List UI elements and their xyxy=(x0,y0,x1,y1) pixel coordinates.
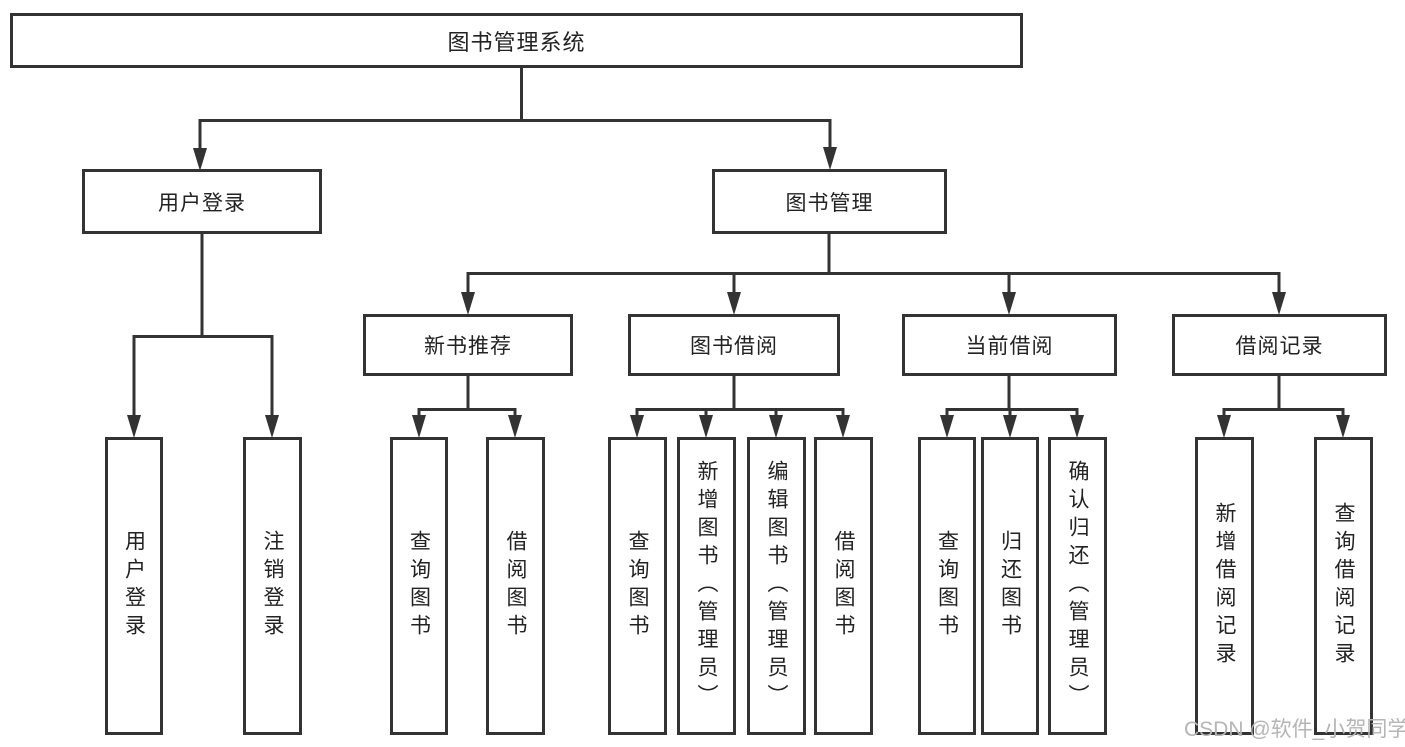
arrow-down-icon xyxy=(823,147,837,170)
arrow-down-icon xyxy=(1070,415,1084,438)
arrow-down-icon xyxy=(461,292,475,315)
leaf-return-book: 归还图书 xyxy=(981,437,1039,735)
arrow-down-icon xyxy=(193,148,207,171)
node-new-book-recommend: 新书推荐 xyxy=(363,314,573,376)
arrow-down-icon xyxy=(699,415,713,438)
arrow-down-icon xyxy=(630,415,644,438)
arrow-down-icon xyxy=(265,415,279,438)
edge-bookborrow-branch xyxy=(635,408,845,422)
leaf-borrow-book: 借阅图书 xyxy=(814,437,873,735)
csdn-watermark: CSDN @软件_小贺同学 xyxy=(1184,718,1405,741)
leaf-logout: 注销登录 xyxy=(243,437,302,735)
arrow-down-icon xyxy=(727,292,741,315)
edge-root-branch xyxy=(198,119,832,152)
node-book-management: 图书管理 xyxy=(712,169,947,234)
leaf-query-book-current: 查询图书 xyxy=(918,437,976,735)
leaf-query-book-recommend: 查询图书 xyxy=(390,437,448,735)
arrow-down-icon xyxy=(1336,415,1350,438)
leaf-add-book-admin: 新增图书（管理员） xyxy=(677,437,736,735)
leaf-user-login: 用户登录 xyxy=(105,437,163,735)
arrow-down-icon xyxy=(940,415,954,438)
node-current-borrow: 当前借阅 xyxy=(902,314,1117,376)
arrow-down-icon xyxy=(127,415,141,438)
edge-newbookrec-branch xyxy=(417,408,517,422)
arrow-down-icon xyxy=(836,415,850,438)
arrow-down-icon xyxy=(1217,415,1231,438)
arrow-down-icon xyxy=(1002,292,1016,315)
arrow-down-icon xyxy=(769,415,783,438)
arrow-down-icon xyxy=(508,415,522,438)
node-book-borrow: 图书借阅 xyxy=(628,314,840,376)
arrow-down-icon xyxy=(1272,292,1286,315)
leaf-confirm-return-admin: 确认归还（管理员） xyxy=(1048,437,1107,735)
leaf-add-borrow-record: 新增借阅记录 xyxy=(1195,437,1254,735)
edge-bookmgmt-branch xyxy=(466,272,1281,297)
edge-userlogin-branch xyxy=(132,335,274,420)
arrow-heads xyxy=(127,147,1350,438)
node-root-system: 图书管理系统 xyxy=(10,13,1023,68)
leaf-borrow-book-recommend: 借阅图书 xyxy=(486,437,545,735)
leaf-edit-book-admin: 编辑图书（管理员） xyxy=(747,437,806,735)
leaf-query-borrow-record: 查询借阅记录 xyxy=(1314,437,1373,735)
arrow-down-icon xyxy=(1003,415,1017,438)
leaf-query-book-borrow: 查询图书 xyxy=(608,437,667,735)
arrow-down-icon xyxy=(412,415,426,438)
node-borrow-record: 借阅记录 xyxy=(1172,314,1387,376)
node-user-login: 用户登录 xyxy=(82,169,322,234)
edge-borrowrecord-branch xyxy=(1222,408,1345,422)
